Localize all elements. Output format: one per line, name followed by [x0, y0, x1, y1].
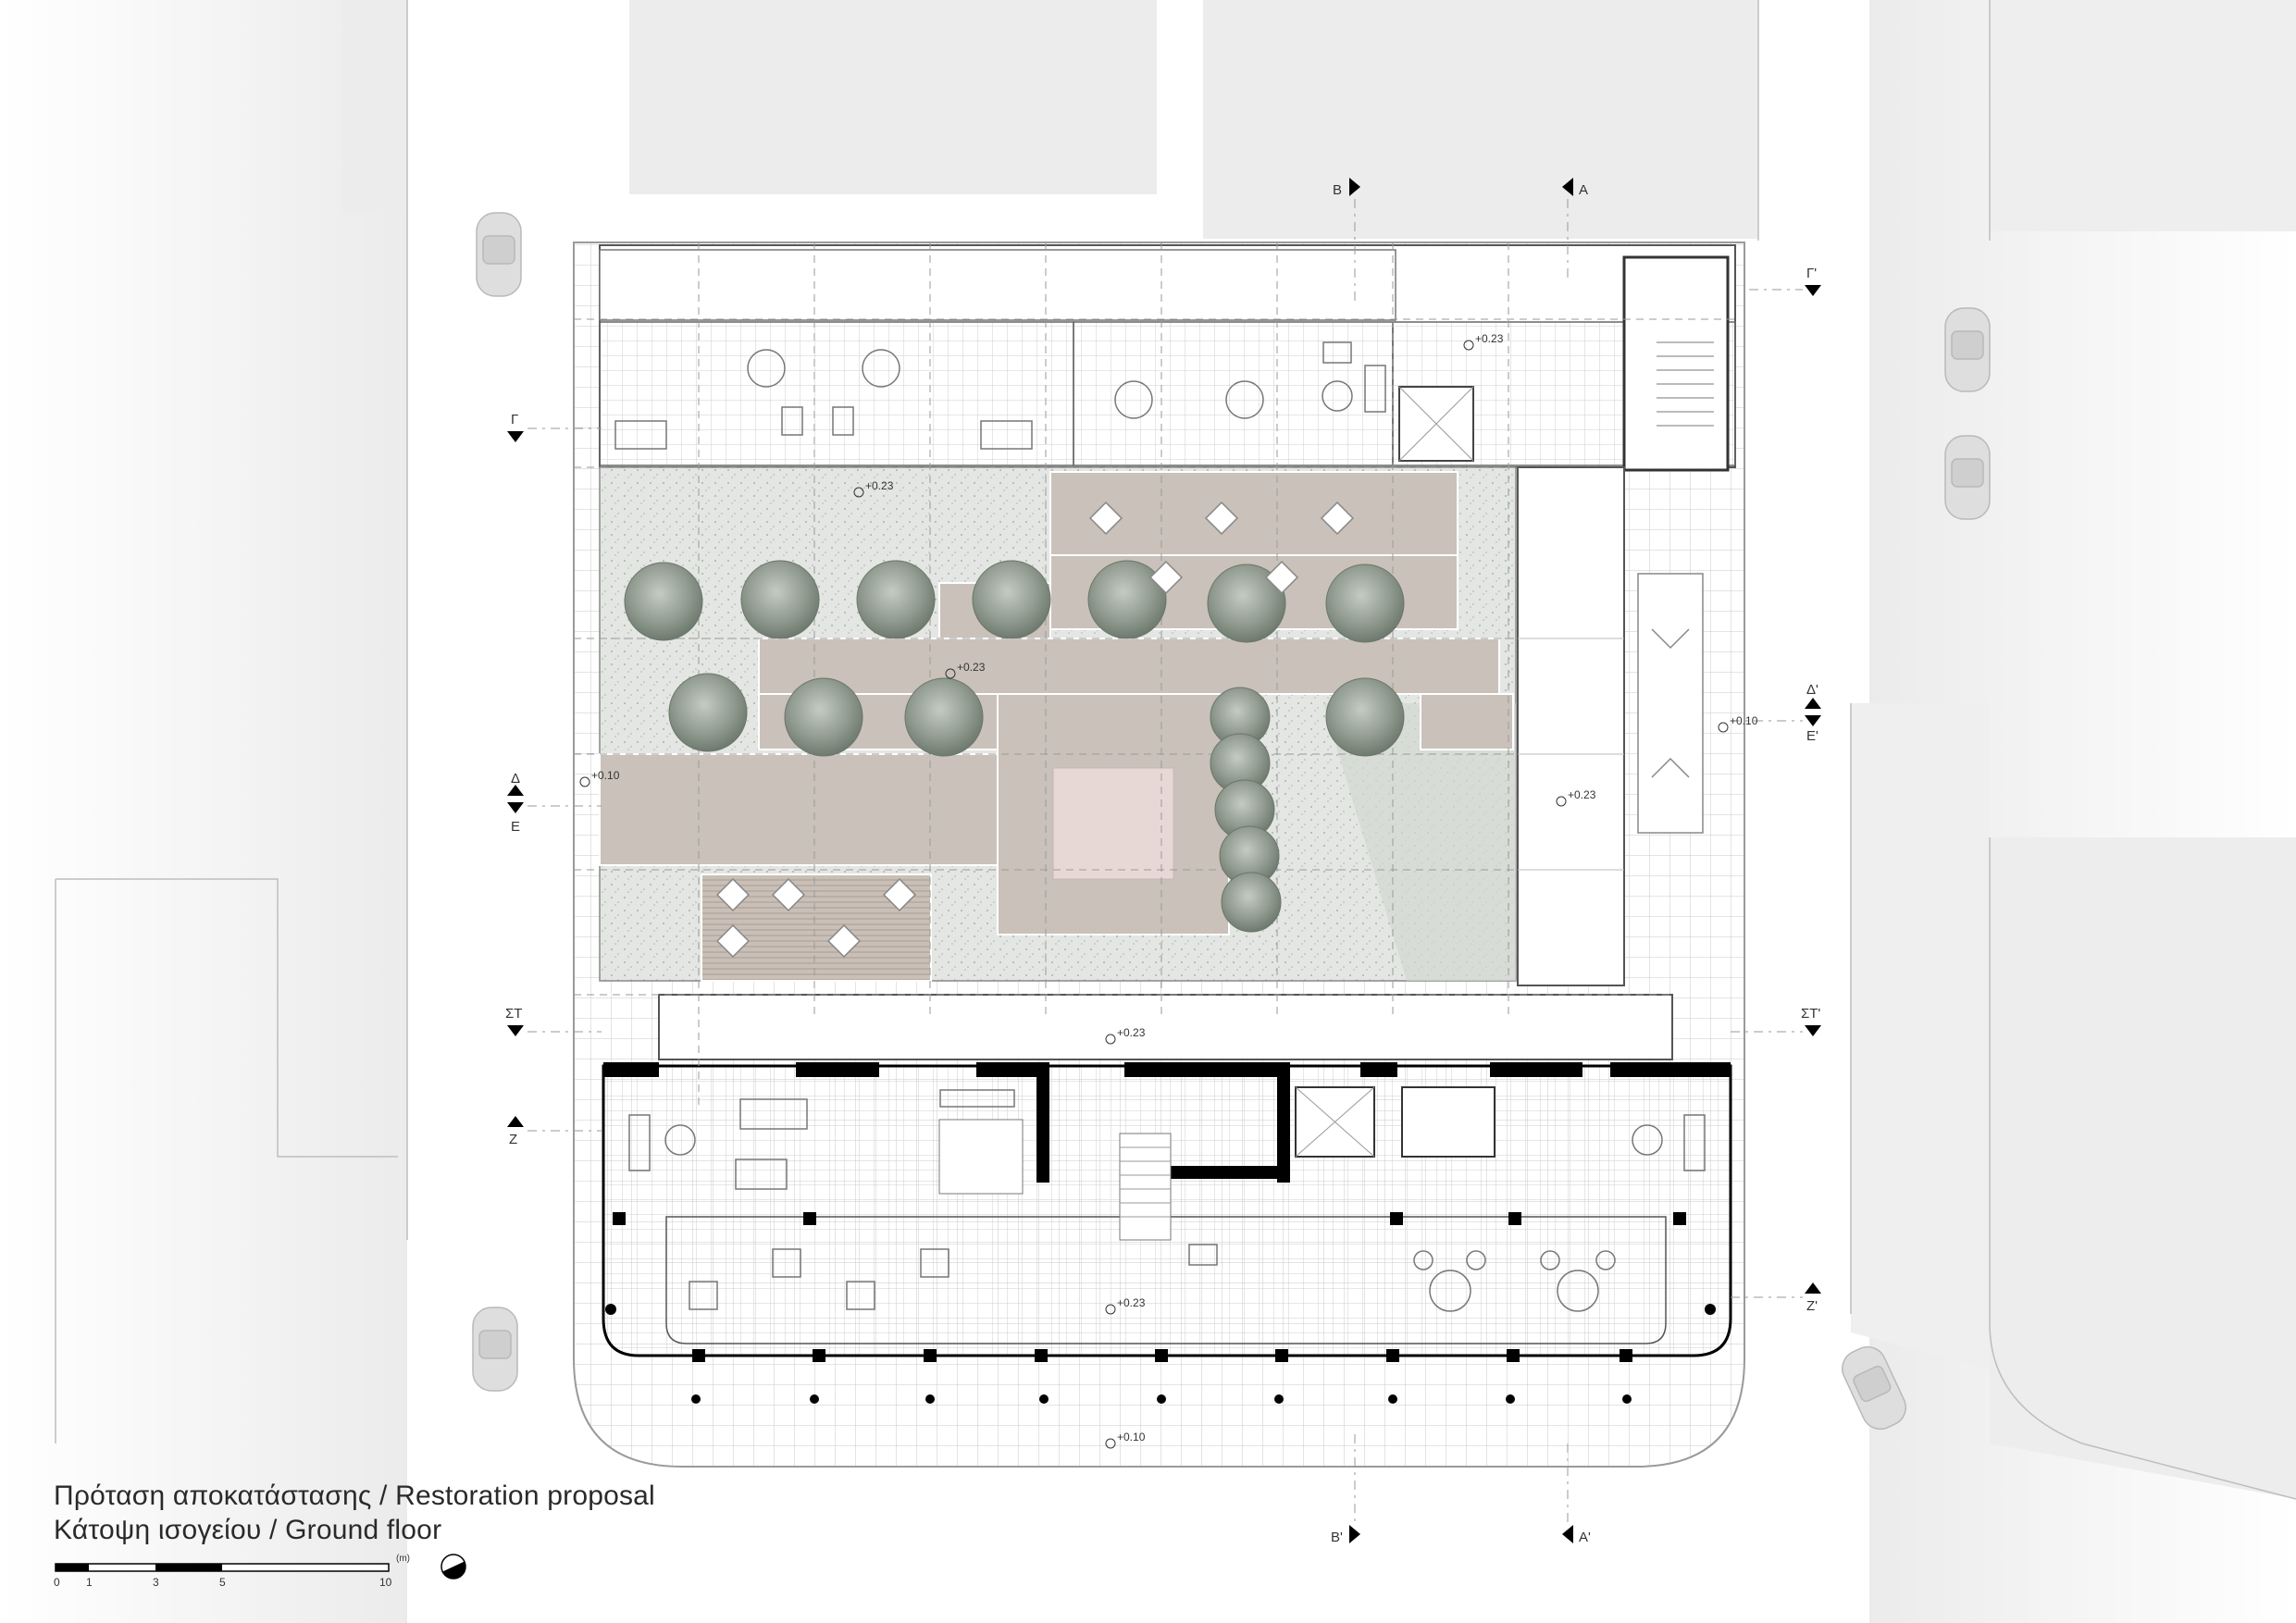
svg-text:Ζ': Ζ'	[1806, 1298, 1818, 1314]
tree-icon	[856, 560, 936, 639]
plan-subtitle: Κάτοψη ισογείου / Ground floor	[54, 1515, 442, 1545]
svg-text:B: B	[1333, 182, 1342, 198]
section-marker-d-right: Δ'	[1805, 682, 1821, 709]
tree-icon	[1221, 872, 1282, 933]
level-mark-south-sidewalk: +0.10	[1105, 1431, 1146, 1449]
scale-unit: (m)	[396, 1554, 410, 1564]
tree-icon	[972, 560, 1051, 639]
tree-icon	[784, 677, 863, 757]
level-mark-north-corridor: +0.23	[853, 479, 894, 498]
tree-icon	[1325, 564, 1405, 643]
section-marker-z-left: Ζ	[507, 1116, 524, 1147]
scale-bar: 0 1 3 5 10 (m)	[54, 1554, 410, 1589]
section-marker-b-bottom: B'	[1331, 1525, 1360, 1545]
section-marker-d-left: Δ	[507, 771, 524, 796]
section-marker-st-right: ΣΤ'	[1801, 1006, 1821, 1036]
building	[599, 244, 1736, 1404]
svg-text:+0.23: +0.23	[1475, 332, 1504, 345]
north-wing-furniture	[614, 341, 1386, 450]
scale-tick: 10	[379, 1576, 392, 1589]
plan-title: Πρόταση αποκατάστασης / Restoration prop…	[54, 1481, 655, 1511]
svg-text:+0.23: +0.23	[1568, 788, 1596, 801]
svg-text:ΣΤ': ΣΤ'	[1801, 1006, 1820, 1022]
level-mark-north-wing: +0.23	[1463, 332, 1504, 351]
car-icon	[472, 1307, 518, 1392]
section-marker-a-bottom: A'	[1562, 1525, 1591, 1545]
level-marks: +0.23 +0.23 +0.23 +0.10 +0.23 +0.10 +0.2…	[579, 332, 1758, 1449]
svg-text:+0.23: +0.23	[957, 661, 986, 674]
courtyard-tables	[715, 501, 1355, 959]
svg-text:A: A	[1579, 182, 1588, 198]
section-lines	[527, 199, 1803, 1522]
tree-icon	[740, 560, 820, 639]
tree-icon	[668, 673, 748, 752]
svg-text:Γ: Γ	[511, 412, 518, 427]
tree-icon	[624, 562, 703, 641]
level-mark-south-corridor: +0.23	[1105, 1026, 1146, 1045]
level-mark-east-sidewalk: +0.10	[1718, 714, 1758, 733]
level-mark-courtyard-west: +0.10	[579, 769, 620, 787]
car-icon	[1944, 307, 1991, 392]
street-lines	[55, 0, 2296, 1500]
section-marker-e-right: Ε'	[1805, 715, 1821, 744]
level-mark-east-hall: +0.23	[1556, 788, 1596, 807]
svg-text:+0.10: +0.10	[1117, 1431, 1146, 1443]
car-icon	[1944, 435, 1991, 520]
svg-text:+0.23: +0.23	[1117, 1026, 1146, 1039]
tree-icon	[904, 677, 984, 757]
scale-tick: 5	[219, 1576, 226, 1589]
svg-text:Δ: Δ	[511, 771, 520, 787]
svg-text:Γ': Γ'	[1806, 266, 1817, 281]
car-icon	[1842, 1345, 1906, 1431]
courtyard-trees	[624, 560, 1405, 933]
level-mark-south-wing: +0.23	[1105, 1296, 1146, 1315]
columns	[605, 1212, 1716, 1404]
title-block: Πρόταση αποκατάστασης / Restoration prop…	[54, 1479, 655, 1547]
section-marker-z-right: Ζ'	[1805, 1282, 1821, 1314]
scale-tick: 1	[86, 1576, 93, 1589]
tree-icon	[1207, 564, 1286, 643]
tree-icon	[1087, 560, 1167, 639]
svg-text:+0.23: +0.23	[865, 479, 894, 492]
scale-tick: 3	[153, 1576, 159, 1589]
section-marker-b-top: B	[1333, 178, 1360, 198]
level-mark-courtyard: +0.23	[945, 661, 986, 679]
section-marker-g-right: Γ'	[1805, 266, 1821, 296]
svg-text:Δ': Δ'	[1806, 682, 1818, 698]
section-marker-st-left: ΣΤ	[505, 1006, 524, 1036]
svg-text:B': B'	[1331, 1530, 1343, 1545]
north-arrow-icon	[441, 1554, 466, 1580]
svg-text:+0.10: +0.10	[591, 769, 620, 782]
parked-cars	[472, 212, 1991, 1431]
section-marker-g-left: Γ	[507, 412, 524, 442]
svg-text:+0.23: +0.23	[1117, 1296, 1146, 1309]
car-icon	[476, 212, 522, 297]
svg-text:+0.10: +0.10	[1730, 714, 1758, 727]
scale-tick: 0	[54, 1576, 60, 1589]
south-wing-furniture	[628, 1089, 1706, 1312]
svg-text:A': A'	[1579, 1530, 1591, 1545]
section-marker-a-top: A	[1562, 178, 1588, 198]
svg-text:Ε: Ε	[511, 819, 520, 835]
tree-icon	[1325, 677, 1405, 757]
section-marker-e-left: Ε	[507, 802, 524, 835]
svg-text:ΣΤ: ΣΤ	[505, 1006, 522, 1022]
svg-text:Ε': Ε'	[1806, 728, 1818, 744]
section-markers: B A B' A' Γ Γ' Δ Ε Δ' Ε' ΣΤ ΣΤ' Ζ Ζ'	[505, 178, 1821, 1545]
svg-text:Ζ: Ζ	[509, 1132, 517, 1147]
